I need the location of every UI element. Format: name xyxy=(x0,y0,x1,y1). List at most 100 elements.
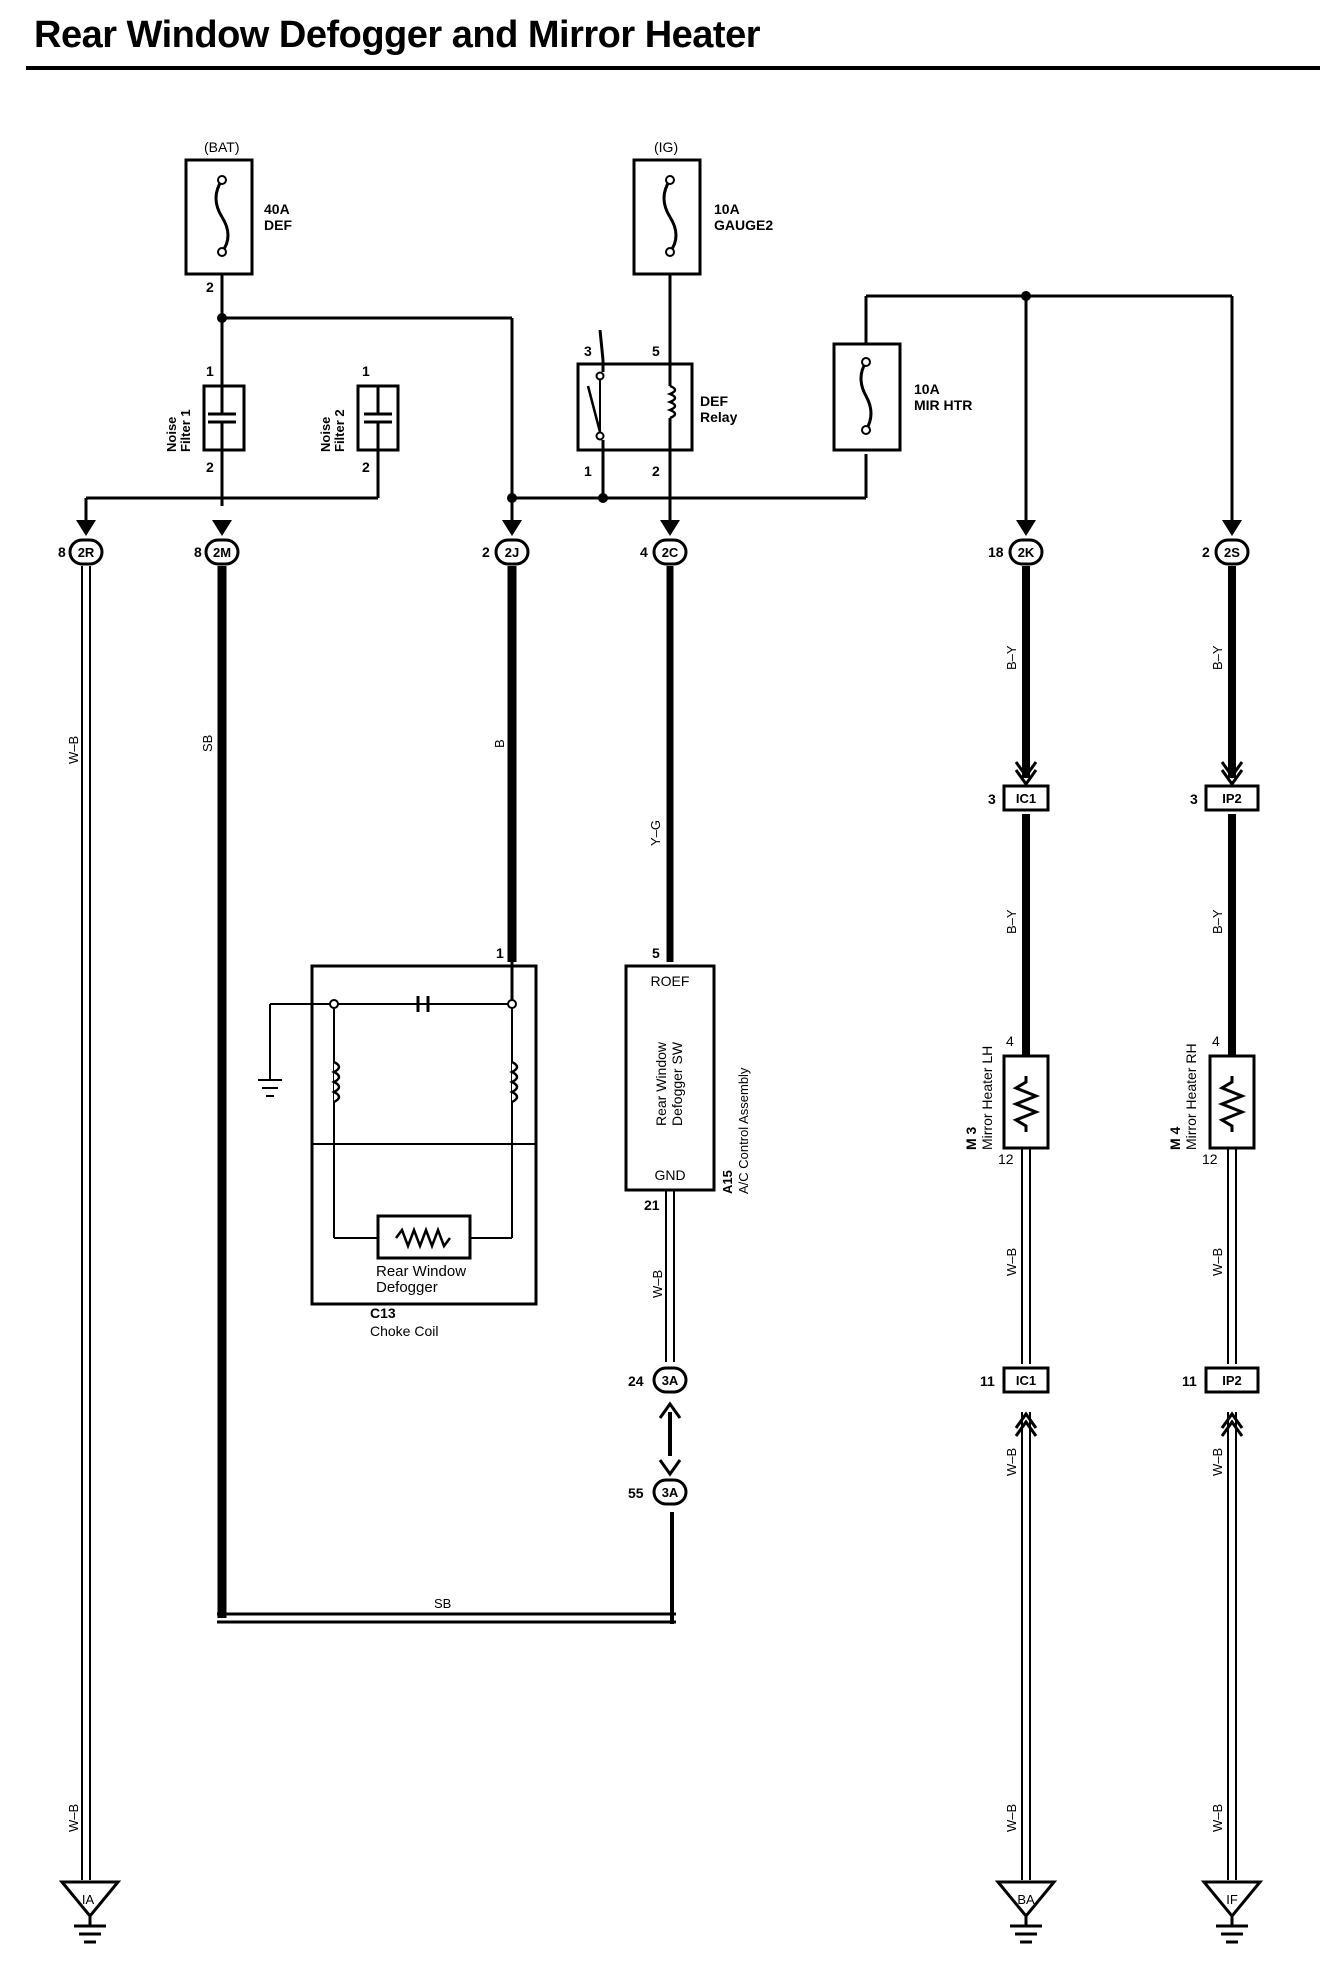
conn-2j: 2J xyxy=(505,545,519,560)
wire-label-sb-bottom: SB xyxy=(434,1596,451,1611)
choke-coil-c13 xyxy=(258,962,538,1306)
pin-relay-3: 3 xyxy=(584,343,592,359)
pin-3a-top: 24 xyxy=(628,1373,644,1389)
conn-2k: 2K xyxy=(1018,545,1035,560)
wire-label-m4-3: W–B xyxy=(1210,1804,1225,1832)
wire-label-yg: Y–G xyxy=(648,820,663,846)
wire-label-m3-1: W–B xyxy=(1004,1248,1019,1276)
wire-label-m4-1: W–B xyxy=(1210,1248,1225,1276)
fuse-def-amp: 40A xyxy=(264,201,290,217)
wire-label-2s-1: B–Y xyxy=(1210,645,1225,670)
wire-label-m4-2: W–B xyxy=(1210,1448,1225,1476)
pin-nf1-bot: 2 xyxy=(206,459,214,475)
mirror-heater-rh xyxy=(1208,1054,1256,1150)
conn-2r: 2R xyxy=(78,545,95,560)
pin-2s: 2 xyxy=(1202,544,1210,560)
ground-ia xyxy=(58,1880,122,1944)
pin-m4-bot: 12 xyxy=(1202,1151,1218,1167)
pin-3a-bot: 55 xyxy=(628,1485,644,1501)
conn-3a-top: 3A xyxy=(662,1373,679,1388)
nf1-label-1: Noise xyxy=(164,417,179,452)
pin-m4-top: 4 xyxy=(1212,1033,1220,1049)
connector-arrows xyxy=(76,520,1242,536)
pin-nf2-top: 1 xyxy=(362,363,370,379)
fuse-def-name: DEF xyxy=(264,217,292,233)
wire-label-a15: W–B xyxy=(650,1270,665,1298)
pin-a15-bot: 21 xyxy=(644,1197,660,1213)
conn-ic1-top: IC1 xyxy=(1016,791,1036,806)
wire-label-ia: W–B xyxy=(66,1804,81,1832)
m4-name: Mirror Heater RH xyxy=(1183,1043,1199,1150)
pin-nf2-bot: 2 xyxy=(362,459,370,475)
wire-label-2s-2: B–Y xyxy=(1210,909,1225,934)
relay-label-1: DEF xyxy=(700,393,728,409)
a15-sw-1: Rear Window xyxy=(653,1041,669,1126)
mirror-heater-lh xyxy=(1002,1054,1050,1150)
pin-2k: 18 xyxy=(988,544,1004,560)
rect-connectors xyxy=(1002,784,1260,1394)
relay-label-2: Relay xyxy=(700,409,738,425)
connector-ovals xyxy=(68,538,1250,1506)
fuse-gauge-name: GAUGE2 xyxy=(714,217,773,233)
a15-name: A/C Control Assembly xyxy=(736,1067,751,1194)
pin-relay-1: 1 xyxy=(584,463,592,479)
def-relay xyxy=(576,362,694,452)
c13-code: C13 xyxy=(370,1305,396,1321)
conn-ip2-bot: IP2 xyxy=(1222,1373,1242,1388)
fuse-mir-amp: 10A xyxy=(914,381,940,397)
wire-2r xyxy=(81,566,91,1880)
choke-junction-dots xyxy=(329,999,517,1009)
pin-nf1-top: 1 xyxy=(206,363,214,379)
m3-code: M 3 xyxy=(963,1126,979,1150)
nf1-label-2: Filter 1 xyxy=(178,409,193,452)
pin-2c: 4 xyxy=(640,544,648,560)
wire-a15-gnd xyxy=(665,1190,675,1456)
pin-ip2-bot: 11 xyxy=(1182,1373,1197,1389)
fuse-gauge-amp: 10A xyxy=(714,201,740,217)
fuse-mir-name: MIR HTR xyxy=(914,397,972,413)
pin-relay-2: 2 xyxy=(652,463,660,479)
junction-dots xyxy=(217,291,1031,503)
bat-label: (BAT) xyxy=(204,139,240,155)
wire-label-sb: SB xyxy=(200,735,215,752)
conn-3a-bot: 3A xyxy=(662,1485,679,1500)
a15-ac-control xyxy=(624,964,716,1192)
wire-m4-gnd xyxy=(1227,1148,1237,1880)
pin-ic1-top: 3 xyxy=(988,791,996,807)
noise-filter-2 xyxy=(356,384,400,452)
wire-m3-gnd xyxy=(1021,1148,1031,1880)
conn-ic1-bot: IC1 xyxy=(1016,1373,1036,1388)
pin-relay-5: 5 xyxy=(652,343,660,359)
ground-if-label: IF xyxy=(1226,1892,1238,1907)
conn-2m: 2M xyxy=(213,545,231,560)
pin-ip2-top: 3 xyxy=(1190,791,1198,807)
a15-code: A15 xyxy=(720,1170,735,1194)
fuse-10a-gauge2 xyxy=(632,158,702,276)
conn-2s: 2S xyxy=(1224,545,1240,560)
nf2-label-1: Noise xyxy=(318,417,333,452)
title-rule xyxy=(26,66,1320,70)
conn-2c: 2C xyxy=(662,545,679,560)
defogger-label-1: Rear Window xyxy=(376,1263,466,1280)
pin-m3-top: 4 xyxy=(1006,1033,1014,1049)
wire-2m xyxy=(217,566,676,1624)
ground-if xyxy=(1200,1880,1264,1944)
arrows-into-ic-ip xyxy=(658,761,1244,1477)
defogger-label-2: Defogger xyxy=(376,1279,438,1296)
nf2-label-2: Filter 2 xyxy=(332,409,347,452)
ig-label: (IG) xyxy=(654,139,678,155)
pin-ic1-bot: 11 xyxy=(980,1373,995,1389)
pin-fuse-def: 2 xyxy=(206,279,214,295)
m3-name: Mirror Heater LH xyxy=(979,1046,995,1150)
m4-code: M 4 xyxy=(1167,1126,1183,1150)
fuse-10a-mir-htr xyxy=(832,342,902,452)
ground-ba xyxy=(994,1880,1058,1944)
c13-name: Choke Coil xyxy=(370,1323,438,1339)
wire-label-b: B xyxy=(492,739,507,748)
ground-ia-label: IA xyxy=(82,1892,95,1907)
wire-label-2k-2: B–Y xyxy=(1004,909,1019,934)
conn-ip2-top: IP2 xyxy=(1222,791,1242,806)
wire-label-m3-3: W–B xyxy=(1004,1804,1019,1832)
a15-sw-2: Defogger SW xyxy=(669,1041,685,1126)
